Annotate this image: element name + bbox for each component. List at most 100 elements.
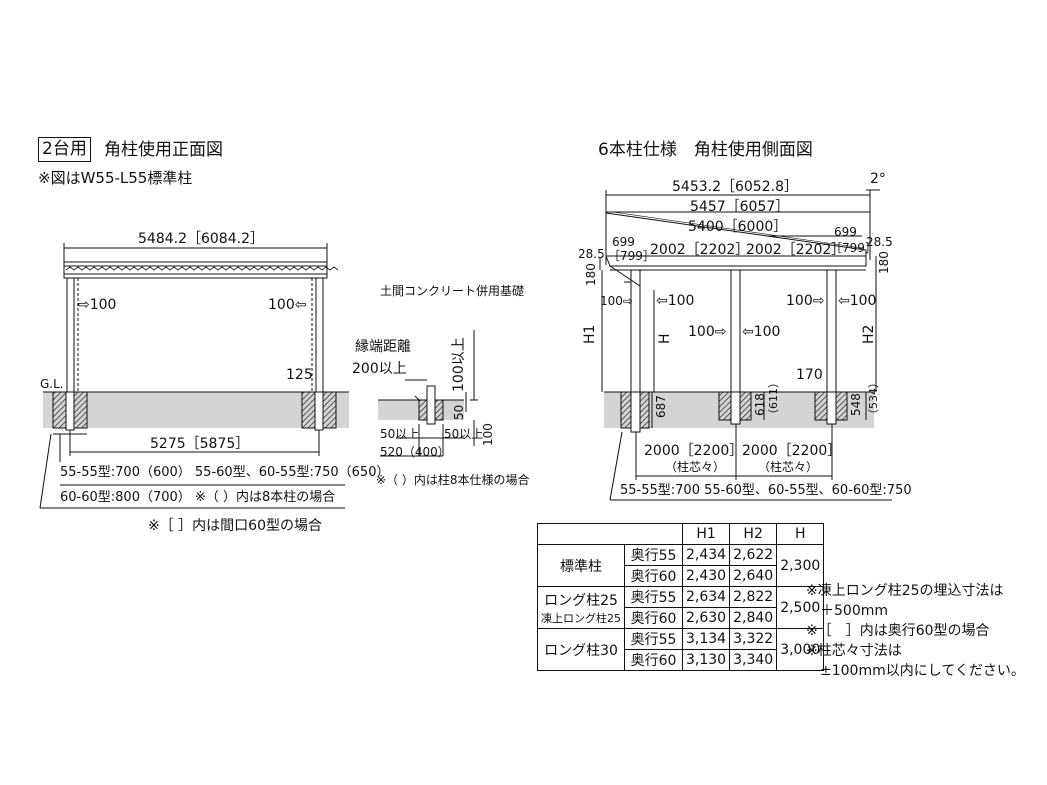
depth-cell: 奥行55 [624,586,683,608]
foundation-drawing [378,330,478,457]
front-left-arrow: ⇨100 [78,297,117,313]
foundation-title: 土間コンクリート併用基礎 [380,284,525,298]
side-left-799: ［799］ [608,249,655,263]
side-arrow-r2: ⇦100 [838,293,877,309]
side-val-534: （534） [867,377,880,420]
foundation-dim-100-top: 100以上 [451,337,467,392]
side-pitch-left-sub: （柱芯々） [665,460,726,474]
side-span-right: 2002［2202］ [746,242,846,258]
front-tag: 2台用 [38,137,91,162]
side-w2: 5457［6057］ [690,199,790,215]
side-arrow-l2: ⇦100 [656,293,695,309]
h2-cell: 3,322 [729,628,778,650]
side-val-687: 687 [654,395,668,418]
side-val-170: 170 [796,367,823,383]
side-right-285: 28.5 [866,235,893,249]
h1-cell: 2,434 [681,544,731,566]
side-left-699: 699 [612,235,635,249]
group-name: ロング柱30 [537,628,625,671]
depth-cell: 奥行60 [624,607,683,629]
table-row: 奥行60 3,130 3,340 [538,649,824,671]
side-arrow-m1: 100⇨ [688,324,727,340]
front-top-width: 5484.2［6084.2］ [138,231,264,247]
note-line-5: ±100mm以内にしてください。 [806,663,1025,679]
foundation-width: 520（400） [380,445,450,459]
spec-table: H1 H2 H 標準柱 奥行55 2,434 2,622 2,300 奥行60 … [537,523,825,671]
side-left-285: 28.5 [578,247,605,261]
side-pitch-right: 2000［2200］ [742,443,842,459]
table-row: 標準柱 奥行55 2,434 2,622 2,300 [537,544,825,587]
h-cell: 2,300 [776,544,825,587]
front-right-arrow: 100⇦ [268,297,307,313]
depth-cell: 奥行55 [624,544,683,566]
group-name: 標準柱 [537,544,625,587]
side-arrow-r1: 100⇨ [786,293,825,309]
front-title: 角柱使用正面図 [104,140,223,160]
table-header-blank [537,523,683,545]
table-row: ロング柱30 奥行55 3,134 3,322 3,000 [537,628,825,671]
h-cell: 3,000 [776,628,825,671]
foundation-dim-50: 50 [452,404,466,420]
front-gl: G.L. [40,377,64,391]
side-right-799: ［799］ [830,241,877,255]
side-depth-note: 55-55型:700 55-60型、60-55型、60-60型:750 [620,483,912,498]
front-post-height: 125 [286,367,313,383]
table-header-h2: H2 [729,523,778,545]
side-span-left: 2002［2202］ [650,242,750,258]
h2-cell: 2,822 [729,586,778,608]
h2-cell: 2,840 [729,607,778,629]
roof-pattern [65,266,339,271]
front-note: ※図はW55-L55標準柱 [38,169,193,187]
note-line-3: ※［ ］内は奥行60型の場合 [806,623,990,639]
note-line-2: ＋500mm [806,603,888,619]
note-line-4: ※柱芯々寸法は [806,643,902,659]
side-val-611: （611） [767,377,780,420]
foundation-right-50: 50以上 [444,427,484,441]
foundation-dim-100-bottom: 100 [481,423,495,446]
table-header-h: H [776,523,825,545]
side-arrow-l1: 100⇨ [600,294,633,308]
side-pitch-left: 2000［2200］ [644,443,744,459]
h2-cell: 2,640 [729,565,778,587]
side-right-699: 699 [834,225,857,239]
table-header-h1: H1 [681,523,731,545]
side-right-180: 180 [877,251,891,274]
side-h1: H1 [582,324,598,344]
h1-cell: 3,130 [681,649,731,671]
h-cell: 2,500 [776,586,825,629]
side-val-548: 548 [849,393,863,416]
side-left-180: 180 [584,263,598,286]
side-w3: 5400［6000］ [688,219,788,235]
foundation-left-50: 50以上 [380,427,420,441]
side-title: 6本柱仕様 角柱使用側面図 [598,140,813,160]
front-view-drawing [39,243,349,509]
side-pitch-right-sub: （柱芯々） [758,460,819,474]
side-view-drawing [599,189,892,501]
side-w1: 5453.2［6052.8］ [672,179,798,195]
side-h: H [657,333,673,344]
foundation-edge-label: 縁端距離 [355,339,411,355]
side-h2: H2 [861,324,877,344]
h1-cell: 3,134 [681,628,731,650]
table-header-row: H1 H2 H [537,523,825,545]
foundation-note: ※（ ）内は柱8本仕様の場合 [376,473,530,487]
h2-cell: 3,340 [729,649,778,671]
side-val-618: 618 [753,393,767,416]
front-depth-line2: 60-60型:800（700） ※（ ）内は8本柱の場合 [60,490,336,505]
foundation-edge-value: 200以上 [352,361,407,377]
depth-cell: 奥行60 [624,649,683,671]
h2-cell: 2,622 [729,544,778,566]
note-line-1: ※凍上ロング柱25の埋込寸法は [806,583,1004,599]
depth-cell: 奥行55 [624,628,683,650]
side-angle: 2° [870,171,886,187]
h1-cell: 2,430 [681,565,731,587]
front-depth-line1: 55-55型:700（600） 55-60型、60-55型:750（650） [60,465,390,480]
side-arrow-m2: ⇦100 [742,324,781,340]
front-bottom-span: 5275［5875］ [150,436,250,452]
h1-cell: 2,634 [681,586,731,608]
depth-cell: 奥行60 [624,565,683,587]
h1-cell: 2,630 [681,607,731,629]
